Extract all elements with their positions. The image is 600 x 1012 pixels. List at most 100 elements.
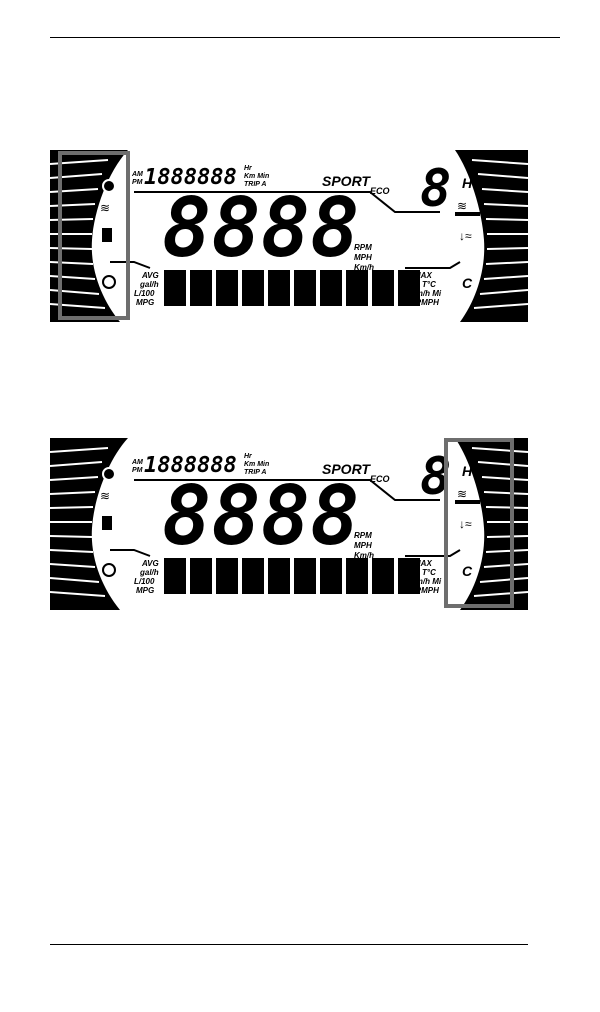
clock-unit-trip: TRIP A bbox=[244, 469, 266, 476]
sport-label: SPORT bbox=[322, 461, 371, 477]
clock-digits: 1888888 bbox=[144, 165, 237, 190]
segment-1 bbox=[164, 558, 186, 594]
temp-low-label: C bbox=[462, 275, 473, 291]
unit-kmh: Km/h bbox=[354, 551, 374, 560]
clock-digits: 1888888 bbox=[144, 453, 237, 478]
segment-7 bbox=[320, 558, 342, 594]
fuel-pump-icon bbox=[102, 516, 112, 530]
heat-icon: ≋ bbox=[100, 201, 110, 215]
temp-high-label: H bbox=[462, 463, 473, 479]
coolant-temp-icon bbox=[455, 500, 480, 504]
segment-9 bbox=[372, 558, 394, 594]
bottom-divider bbox=[110, 549, 461, 557]
label-galh: gal/h bbox=[139, 280, 159, 289]
right-bezel bbox=[455, 150, 528, 322]
label-tc: T°C bbox=[422, 568, 436, 577]
segment-2 bbox=[190, 558, 212, 594]
segment-8 bbox=[346, 270, 368, 306]
segment-4 bbox=[242, 558, 264, 594]
temp-low-label: C bbox=[462, 563, 473, 579]
label-l100: L/100 bbox=[134, 577, 155, 586]
gear-digit: 8 bbox=[420, 159, 451, 219]
gauge-display-svg: ≋ H C ≋ ↓≈ AM PM 1888888 Hr Km Min TRIP … bbox=[50, 150, 528, 322]
clock-unit-km-min: Km Min bbox=[244, 173, 269, 180]
segment-10 bbox=[398, 558, 420, 594]
clock-unit-hr: Hr bbox=[244, 165, 253, 172]
segment-6 bbox=[294, 270, 316, 306]
main-digits: 8888 bbox=[162, 181, 359, 276]
clock-unit-hr: Hr bbox=[244, 453, 253, 460]
segment-3 bbox=[216, 558, 238, 594]
clock-pm: PM bbox=[132, 179, 143, 186]
gauge-display-figure-1: ≋ H C ≋ ↓≈ AM PM 1888888 Hr Km Min TRIP … bbox=[50, 150, 528, 322]
clock-am: AM bbox=[131, 459, 143, 466]
unit-mph: MPH bbox=[354, 253, 372, 262]
segment-4 bbox=[242, 270, 264, 306]
label-mpg: MPG bbox=[136, 586, 154, 595]
top-rule bbox=[50, 37, 560, 38]
label-kmh-mi: Km/h Mi bbox=[410, 577, 442, 586]
right-bezel bbox=[455, 438, 528, 610]
segment-6 bbox=[294, 558, 316, 594]
label-mpg: MPG bbox=[136, 298, 154, 307]
bottom-divider bbox=[110, 261, 461, 269]
segment-row bbox=[164, 270, 420, 306]
top-divider bbox=[134, 191, 440, 213]
thermometer-icon: ↓≈ bbox=[459, 229, 472, 243]
bottom-rule bbox=[50, 944, 528, 945]
label-max: MAX bbox=[414, 271, 432, 280]
temperature-gauge-bars bbox=[471, 447, 528, 597]
empty-icon bbox=[102, 563, 116, 577]
segment-10 bbox=[398, 270, 420, 306]
fuel-gauge-highlight bbox=[58, 151, 130, 320]
label-f: °F bbox=[410, 568, 419, 577]
heat-icon: ≋ bbox=[100, 489, 110, 503]
fuel-gauge-bars bbox=[50, 447, 109, 597]
left-bezel bbox=[50, 150, 128, 322]
segment-5 bbox=[268, 270, 290, 306]
segment-1 bbox=[164, 270, 186, 306]
gauge-display-figure-2: ≋ H C ≋ ↓≈ AM PM 1888888 Hr Km Min TRIP … bbox=[50, 438, 528, 610]
eco-label: ECO bbox=[370, 474, 390, 484]
segment-5 bbox=[268, 558, 290, 594]
thermometer-icon: ↓≈ bbox=[459, 517, 472, 531]
clock-unit-trip: TRIP A bbox=[244, 181, 266, 188]
full-icon bbox=[102, 179, 116, 193]
label-rpmph: RPMPH bbox=[410, 586, 439, 595]
eco-label: ECO bbox=[370, 186, 390, 196]
left-bezel bbox=[50, 438, 128, 610]
label-kmh-mi: Km/h Mi bbox=[410, 289, 442, 298]
unit-mph: MPH bbox=[354, 541, 372, 550]
empty-icon bbox=[102, 275, 116, 289]
segment-9 bbox=[372, 270, 394, 306]
label-rpmph: RPMPH bbox=[410, 298, 439, 307]
label-avg: AVG bbox=[141, 271, 159, 280]
label-f: °F bbox=[410, 280, 419, 289]
gauge-display-svg: ≋ H C ≋ ↓≈ AM PM 1888888 Hr Km Min TRIP … bbox=[50, 438, 528, 610]
segment-row bbox=[164, 558, 420, 594]
clock-pm: PM bbox=[132, 467, 143, 474]
label-max: MAX bbox=[414, 559, 432, 568]
segment-7 bbox=[320, 270, 342, 306]
top-divider bbox=[134, 479, 440, 501]
coolant-temp-icon bbox=[455, 212, 480, 216]
unit-rpm: RPM bbox=[354, 531, 372, 540]
label-avg: AVG bbox=[141, 559, 159, 568]
unit-rpm: RPM bbox=[354, 243, 372, 252]
segment-3 bbox=[216, 270, 238, 306]
clock-unit-km-min: Km Min bbox=[244, 461, 269, 468]
unit-kmh: Km/h bbox=[354, 263, 374, 272]
clock-am: AM bbox=[131, 171, 143, 178]
sport-label: SPORT bbox=[322, 173, 371, 189]
label-l100: L/100 bbox=[134, 289, 155, 298]
fuel-pump-icon bbox=[102, 228, 112, 242]
label-galh: gal/h bbox=[139, 568, 159, 577]
coolant-icon: ≋ bbox=[457, 199, 467, 213]
segment-2 bbox=[190, 270, 212, 306]
coolant-icon: ≋ bbox=[457, 487, 467, 501]
segment-8 bbox=[346, 558, 368, 594]
temp-high-label: H bbox=[462, 175, 473, 191]
main-digits: 8888 bbox=[162, 469, 359, 564]
temperature-gauge-highlight bbox=[444, 438, 514, 608]
label-tc: T°C bbox=[422, 280, 436, 289]
